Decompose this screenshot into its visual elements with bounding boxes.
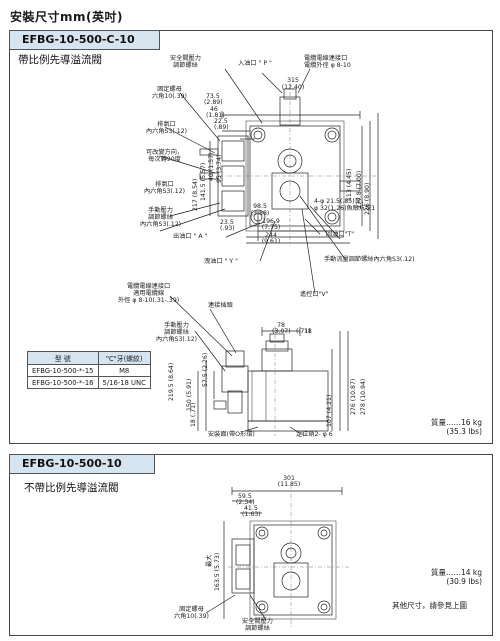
- dim-315: 315: [287, 77, 299, 84]
- dim-315-in: (12.40): [281, 84, 305, 91]
- dim-98-5: 98.5: [253, 203, 267, 210]
- table-cell: EFBG-10-500-*-15: [27, 364, 99, 377]
- dim-23-5-in: (.93): [220, 225, 235, 232]
- dim-219-5: 219.5 (8.64): [168, 362, 175, 401]
- label-inlet-p: 入油口 " P ": [238, 60, 272, 67]
- weight-lbs: (35.3 lbs): [446, 427, 482, 436]
- dim-278: 278 (10.94): [360, 378, 367, 415]
- label-fixed-nut: 固定螺母六角10(.39): [152, 86, 187, 100]
- dim-59-5-in: (2.34): [236, 499, 255, 506]
- label-manual-adjust-2: 手動壓力調節螺絲內六角S3(.12): [156, 322, 198, 343]
- dim-41-5: 41.5: [244, 505, 258, 512]
- dim-107: 107 (4.21): [326, 394, 333, 427]
- label-mount-face: 安裝面(帶O形環): [208, 431, 255, 438]
- label-pressure-adjust-screw: 安全閥壓力調節螺絲: [242, 618, 273, 632]
- dim-276: 276 (10.87): [350, 378, 357, 415]
- dim-18-in: (.71): [296, 328, 311, 335]
- dim-244: 244: [265, 232, 277, 239]
- dim-141-5: 141.5 (5.57): [200, 162, 207, 201]
- dim-40: 40 (1.57): [208, 152, 215, 181]
- label-manual-adjust: 手動壓力調節螺絲內六角S3(.12): [140, 207, 182, 228]
- table-header-model: 型 號: [27, 351, 99, 365]
- label-locating-pin: 定位銷2- φ 6: [296, 431, 333, 438]
- dim-78: 78: [277, 322, 285, 329]
- label-remote-v: 遙控口"V": [300, 291, 329, 298]
- dim-23-5: 23.5: [220, 219, 234, 226]
- dim-18-vertical: 18 (.71): [190, 402, 197, 427]
- dim-78-in: (3.07): [272, 328, 291, 335]
- section-efbg-10-500-10: EFBG-10-500-10 不帶比例先導溢流閥: [9, 454, 493, 636]
- table-header-row: 型 號 "C"牙(螺紋): [27, 351, 151, 365]
- dim-163-5: 163.5 (5.73): [214, 552, 221, 591]
- table-header-thread: "C"牙(螺紋): [97, 351, 151, 365]
- dim-max: 最大: [206, 554, 213, 567]
- table-cell: 5/16-18 UNC: [97, 376, 151, 389]
- weight-lbs: (30.9 lbs): [446, 577, 482, 586]
- model-tab: EFBG-10-500-10: [9, 454, 155, 474]
- dim-73-5-in: (2.89): [204, 99, 223, 106]
- section-subtitle: 帶比例先導溢流閥: [18, 54, 102, 66]
- label-conduit-2: 電纜電線連接口適用電纜線外徑 φ 8-10(.31-.39): [118, 283, 180, 304]
- dim-301-in: (11.85): [277, 481, 301, 488]
- dim-196-9-in: (7.75): [261, 224, 281, 231]
- label-bolt-holes: 4-φ 21.5(.85)深，φ 32(1.26)魚眼坑深1: [314, 198, 376, 212]
- label-return-t: 回油口"T": [326, 231, 355, 238]
- dim-18: 18: [304, 328, 312, 335]
- weight-kg: 質量……16 kg: [430, 418, 482, 427]
- see-above-note: 其他尺寸，請參見上圖: [392, 601, 467, 610]
- dim-244-in: (9.61): [261, 238, 281, 245]
- label-pressure-adjust-screw: 安全閥壓力調節螺絲: [170, 55, 201, 69]
- model-tab: EFBG-10-500-C-10: [9, 30, 160, 50]
- technical-drawing-top-view: [159, 68, 380, 437]
- section-subtitle: 不帶比例先導溢流閥: [24, 482, 119, 494]
- label-cap-screw: 連接插頭: [208, 302, 233, 309]
- dim-22-5: 22.5: [214, 118, 228, 125]
- label-conduit: 電纜電線連接口電纜外徑 φ 8-10: [304, 55, 351, 69]
- dim-46-in: (1.81): [206, 112, 225, 119]
- table-cell: EFBG-10-500-*-16: [27, 376, 99, 389]
- table-row: EFBG-10-500-*-15 M8: [27, 364, 151, 377]
- label-bleed-port: 排氣口內六角S3(.12): [146, 121, 188, 135]
- thread-table: 型 號 "C"牙(螺紋) EFBG-10-500-*-15 M8 EFBG-10…: [27, 351, 151, 389]
- table-row: EFBG-10-500-*-16 5/16-18 UNC: [27, 376, 151, 389]
- dim-73-5: 73.5: [206, 93, 220, 100]
- label-bleed-port-2: 排氣口內六角S3(.12): [144, 181, 186, 195]
- dim-113: 113 (4.45): [346, 168, 353, 201]
- dim-41-5-in: (1.63): [242, 511, 261, 518]
- page-title: 安裝尺寸mm(英吋): [10, 10, 123, 24]
- label-outlet-a: 出油口 " A ": [173, 233, 208, 240]
- dim-22-5-in: (.89): [214, 124, 229, 131]
- label-fixed-nut: 固定螺母六角10(.39): [174, 606, 209, 620]
- label-flow-adjust: 手動流量調節螺絲內六角S3(.12): [324, 256, 415, 263]
- dim-59-5: 59.5: [238, 493, 252, 500]
- dim-46: 46: [210, 106, 218, 113]
- dim-196-9: 196.9: [262, 218, 280, 225]
- dim-98-5-in: (3.88): [250, 210, 270, 217]
- technical-drawing-simple: [205, 485, 350, 627]
- dim-301: 301: [283, 475, 295, 482]
- dim-57-5: 57.5 (2.26): [202, 352, 209, 387]
- dim-95: 95 (3.74): [216, 154, 223, 183]
- weight-kg: 質量……14 kg: [430, 568, 482, 577]
- table-cell: M8: [97, 364, 151, 377]
- label-drain-y: 洩油口 " Y ": [204, 258, 238, 265]
- dim-217: 217 (8.54): [192, 178, 199, 211]
- label-rotatable: 可改變方向，每次轉90度: [146, 149, 184, 163]
